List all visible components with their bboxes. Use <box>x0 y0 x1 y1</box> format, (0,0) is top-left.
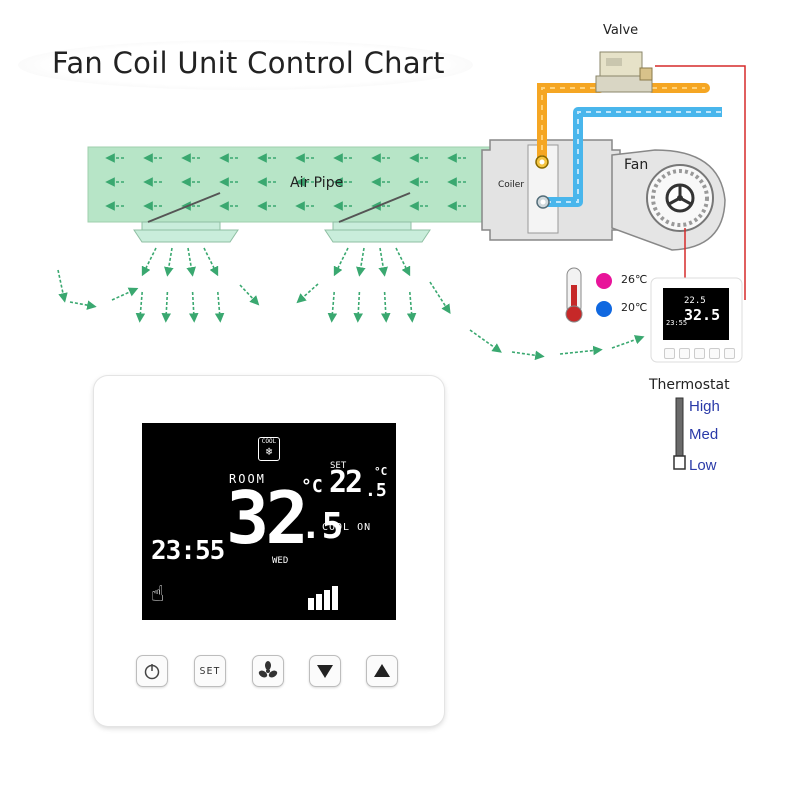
status-text: COOL ON <box>322 522 372 533</box>
air-arrow <box>327 291 338 323</box>
room-airflow-arrows <box>57 247 645 361</box>
air-arrow <box>188 291 199 323</box>
air-arrow <box>203 247 219 277</box>
air-arrow <box>559 345 603 356</box>
hot-temp-label: 26℃ <box>621 273 648 286</box>
air-arrow <box>380 291 391 323</box>
room-temp-unit: °C <box>301 476 323 497</box>
small-down-button[interactable] <box>709 348 720 359</box>
air-arrow <box>239 284 260 306</box>
fan-label: Fan <box>624 157 649 173</box>
fan-housing <box>611 149 726 251</box>
diffuser-right <box>324 192 431 243</box>
air-arrow <box>111 287 139 301</box>
air-arrow <box>353 291 364 323</box>
small-set-temp: 22.5 <box>684 296 706 306</box>
small-time: 23:55 <box>666 319 688 327</box>
set-button-label: SET <box>199 665 221 677</box>
air-arrow <box>296 283 319 304</box>
valve-label: Valve <box>603 23 639 38</box>
down-button[interactable] <box>309 655 341 687</box>
thermostat-lcd-screen <box>142 423 396 620</box>
title-bubble <box>18 40 473 90</box>
coil-housing <box>481 139 621 241</box>
touch-hand-icon: ☝ <box>151 582 165 607</box>
small-fan-button[interactable] <box>694 348 705 359</box>
small-thermostat <box>650 277 743 363</box>
arrow-up-icon <box>374 664 390 677</box>
air-arrow <box>161 291 172 323</box>
set-temp-value: 22 <box>329 465 363 500</box>
set-label: SET <box>330 461 347 471</box>
air-arrow <box>511 350 545 361</box>
duct-airflow-arrows <box>105 153 466 211</box>
air-arrow <box>141 247 157 277</box>
up-button[interactable] <box>366 655 398 687</box>
speed-low-label: Low <box>689 457 717 474</box>
air-pipe-duct <box>87 146 494 223</box>
clock-time: 23:55 <box>151 536 225 566</box>
power-button[interactable] <box>136 655 168 687</box>
air-arrow <box>57 269 68 303</box>
fan-icon <box>258 661 278 678</box>
speed-high-label: High <box>689 398 720 415</box>
fan-speed-switch <box>673 397 686 470</box>
air-arrow <box>164 247 174 277</box>
cold-temp-label: 20℃ <box>621 301 648 314</box>
air-arrow <box>135 291 146 323</box>
control-wire-valve <box>655 65 746 300</box>
room-temp-value: 32 <box>226 476 309 560</box>
diffuser-left <box>133 192 239 243</box>
set-button[interactable]: SET <box>194 655 226 687</box>
small-power-button[interactable] <box>664 348 675 359</box>
small-room-temp: 32.5 <box>684 306 721 324</box>
air-arrow <box>356 247 366 277</box>
power-icon <box>144 664 160 680</box>
air-arrow <box>186 247 196 277</box>
air-arrow <box>406 291 417 323</box>
set-temp-unit: °C <box>374 465 388 478</box>
fan-button[interactable] <box>252 655 284 687</box>
speed-med-label: Med <box>689 426 719 443</box>
hot-temp-dot <box>596 273 612 289</box>
thermostat-label: Thermostat <box>649 377 730 393</box>
air-arrow <box>469 329 502 353</box>
set-temp-decimal: .5 <box>365 480 387 501</box>
air-arrow <box>214 291 225 323</box>
air-arrow <box>333 247 349 277</box>
air-arrow <box>429 281 451 315</box>
air-arrow <box>611 335 645 349</box>
room-label: ROOM <box>229 472 266 486</box>
day-of-week: WED <box>272 556 289 566</box>
cold-temp-dot <box>596 301 612 317</box>
thermometer-icon <box>565 267 583 323</box>
air-arrow <box>378 247 388 277</box>
coiler-label: Coiler <box>498 180 525 190</box>
valve-icon <box>595 51 653 93</box>
air-arrow <box>69 300 97 310</box>
small-set-button[interactable] <box>679 348 690 359</box>
air-pipe-label: Air Pipe <box>290 175 344 191</box>
small-up-button[interactable] <box>724 348 735 359</box>
chart-title: Fan Coil Unit Control Chart <box>52 46 445 80</box>
fan-speed-level-icon <box>308 586 338 610</box>
arrow-down-icon <box>317 665 333 678</box>
cool-mode-icon: COOL ❄ <box>258 437 280 461</box>
air-arrow <box>395 247 411 277</box>
room-temp-decimal: .5 <box>300 506 344 547</box>
